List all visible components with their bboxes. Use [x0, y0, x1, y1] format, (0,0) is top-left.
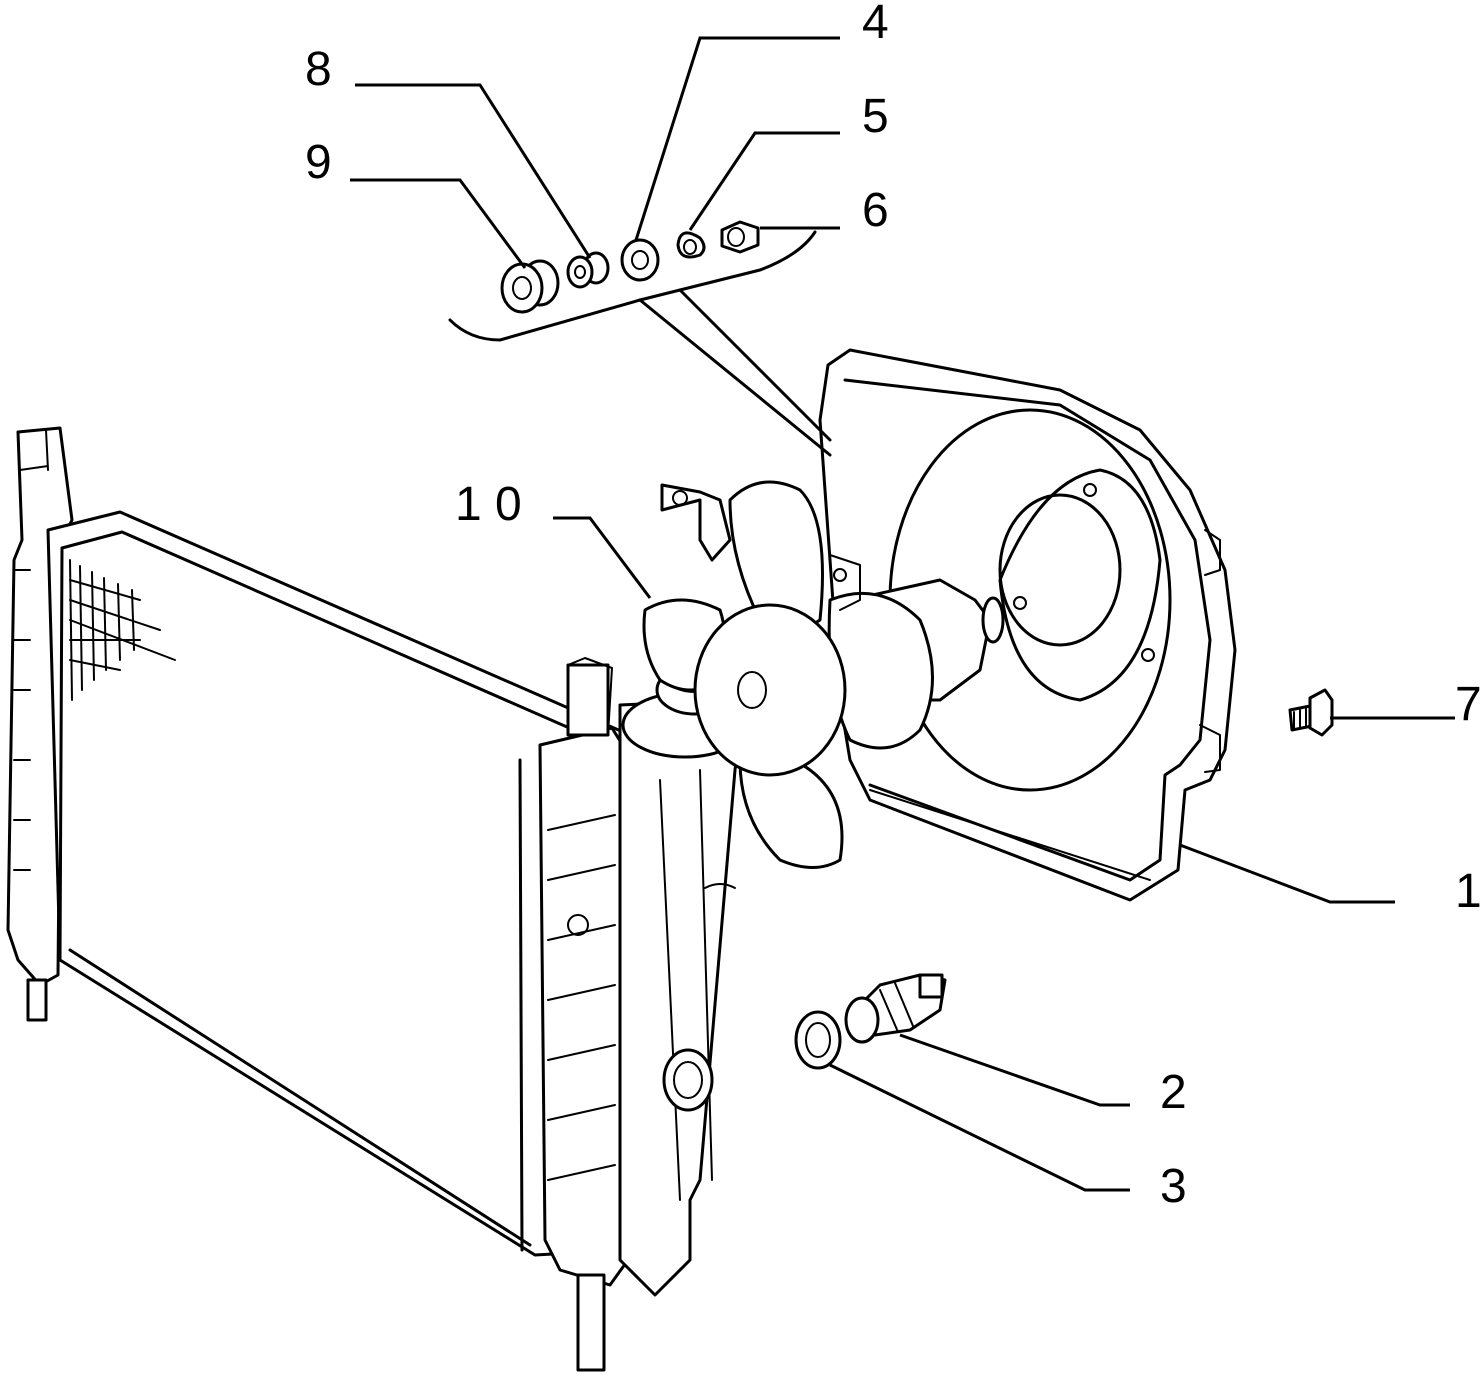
callout-5: 5 [862, 90, 889, 143]
callout-4: 4 [862, 0, 889, 49]
callout-labels: 1 2 3 4 5 6 7 8 9 1 0 [305, 0, 1482, 1213]
thermal-switch [844, 973, 947, 1044]
fan-assembly [642, 480, 1005, 869]
fan-shroud [818, 348, 1237, 902]
leader-line-4 [634, 36, 840, 241]
callout-1: 1 [1455, 865, 1482, 918]
callout-6: 6 [862, 184, 889, 237]
leader-line-8 [355, 83, 592, 259]
leader-lines [350, 36, 1455, 1192]
callout-7: 7 [1455, 678, 1482, 731]
leader-line-9 [350, 178, 527, 269]
sealing-washer [794, 1010, 842, 1070]
leader-line-1 [1179, 843, 1395, 904]
leader-line-5 [688, 131, 840, 231]
mounting-hardware [448, 220, 832, 457]
callout-10: 1 0 [455, 478, 522, 531]
callout-2: 2 [1160, 1066, 1187, 1119]
radiator [6, 426, 637, 1372]
leader-line-2 [899, 1033, 1130, 1107]
leader-line-3 [829, 1063, 1130, 1192]
callout-9: 9 [305, 136, 332, 189]
screw [1288, 688, 1334, 737]
callout-3: 3 [1160, 1160, 1187, 1213]
leader-line-10 [553, 516, 652, 599]
callout-8: 8 [305, 43, 332, 96]
